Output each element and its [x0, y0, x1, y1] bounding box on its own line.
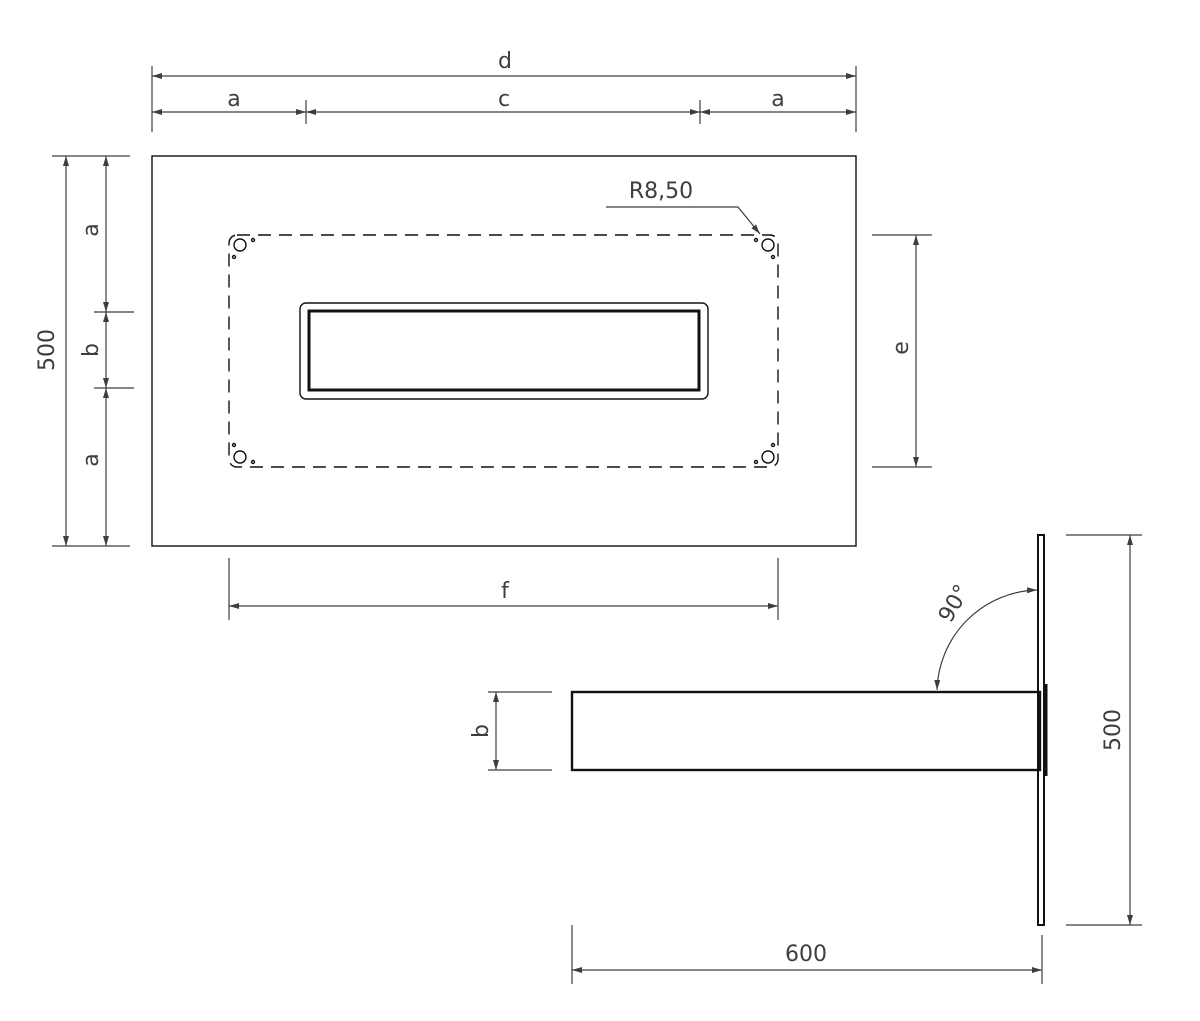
- dimension-a-b-a-vertical: a b a: [79, 156, 134, 546]
- dim-label-a-bottom: a: [79, 453, 104, 466]
- top-view: d a c a 500 a b a: [35, 49, 932, 620]
- dim-label-d: d: [498, 49, 512, 74]
- tube-body: [570, 690, 1042, 772]
- dimension-d: d: [151, 49, 857, 132]
- dim-label-e: e: [889, 341, 914, 355]
- dimension-e: e: [872, 234, 932, 468]
- side-view: b 500 600 90°: [469, 534, 1142, 984]
- dim-label-b: b: [79, 343, 104, 357]
- dim-label-500-side: 500: [1101, 709, 1126, 751]
- radius-label: R8,50: [629, 179, 693, 204]
- dimension-f: f: [228, 558, 779, 620]
- dashed-mounting-outline: [228, 234, 779, 468]
- dim-label-a-left: a: [227, 87, 240, 112]
- slot-outer: [299, 302, 709, 400]
- dimension-500-side: 500: [1066, 534, 1142, 926]
- slot-inner: [307, 309, 701, 392]
- corner-holes: [231, 237, 776, 465]
- dim-label-c: c: [498, 87, 510, 112]
- dim-label-a-top: a: [79, 223, 104, 236]
- dimension-500-top-view: 500: [35, 155, 130, 547]
- angle-dimension: 90°: [934, 581, 1038, 691]
- dim-label-b-side: b: [469, 724, 494, 738]
- dim-label-600: 600: [785, 942, 827, 967]
- dimension-600: 600: [571, 925, 1043, 984]
- dim-label-f: f: [501, 579, 510, 604]
- angle-label: 90°: [934, 581, 975, 627]
- base-plate-outline: [151, 155, 857, 547]
- radius-callout: R8,50: [606, 179, 761, 235]
- dim-label-a-right: a: [771, 87, 784, 112]
- flange-plate: [1037, 534, 1045, 926]
- dim-label-500-left: 500: [35, 329, 60, 371]
- dimension-b-side: b: [469, 691, 552, 771]
- dimension-a-c-a: a c a: [152, 87, 856, 124]
